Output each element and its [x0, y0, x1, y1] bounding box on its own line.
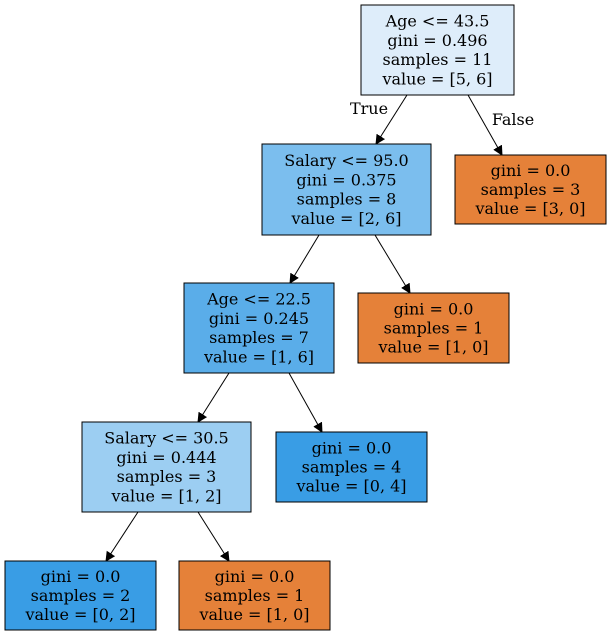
node-line: gini = 0.0 [394, 299, 474, 318]
edge-e01 [375, 94, 408, 145]
node-line: samples = 2 [31, 586, 131, 605]
node-line: gini = 0.0 [215, 567, 295, 586]
node-line: value = [0, 2] [24, 605, 135, 624]
node-line: samples = 11 [383, 50, 493, 69]
node-line: gini = 0.0 [41, 567, 121, 586]
node-line: gini = 0.375 [296, 170, 396, 189]
node-line: gini = 0.0 [491, 161, 571, 180]
node-box [454, 154, 607, 225]
node-box [81, 421, 252, 513]
node-line: samples = 8 [297, 190, 397, 209]
node-box [357, 292, 510, 364]
node-line: Age <= 22.5 [206, 290, 311, 309]
edge-e13 [289, 234, 320, 284]
node-line: value = [1, 2] [110, 486, 221, 505]
node-line: samples = 1 [384, 319, 484, 338]
node-box [275, 431, 428, 503]
node-line: value = [1, 6] [203, 347, 314, 366]
node-line: samples = 3 [481, 180, 581, 199]
node-line: gini = 0.444 [116, 448, 216, 467]
node-line: gini = 0.496 [387, 31, 487, 50]
node-line: gini = 0.0 [312, 438, 392, 457]
edge-e58 [197, 511, 230, 562]
node-line: value = [1, 0] [377, 338, 488, 357]
edge-e35 [197, 372, 230, 423]
node-box [178, 560, 331, 631]
node-line: Salary <= 95.0 [284, 151, 408, 170]
edge-e36 [288, 372, 323, 433]
node-line: samples = 4 [302, 458, 402, 477]
node-line: gini = 0.245 [209, 309, 309, 328]
node-box [183, 282, 335, 374]
node-line: Salary <= 30.5 [104, 429, 228, 448]
edge-e02 [467, 94, 503, 156]
node-line: Age <= 43.5 [385, 12, 490, 31]
node-line: samples = 7 [209, 328, 309, 347]
edge-label-false: False [492, 110, 534, 129]
node-line: value = [2, 6] [290, 209, 401, 228]
node-box [261, 143, 432, 236]
node-line: samples = 3 [117, 467, 217, 486]
node-line: samples = 1 [205, 586, 305, 605]
node-line: value = [3, 0] [474, 199, 585, 218]
edge-e57 [105, 511, 139, 562]
node-box [4, 560, 157, 631]
node-line: value = [1, 0] [198, 605, 309, 624]
edge-e14 [374, 234, 411, 294]
node-box [360, 4, 515, 96]
edge-label-true: True [350, 99, 388, 118]
node-line: value = [0, 4] [295, 477, 406, 496]
node-line: value = [5, 6] [381, 69, 492, 88]
